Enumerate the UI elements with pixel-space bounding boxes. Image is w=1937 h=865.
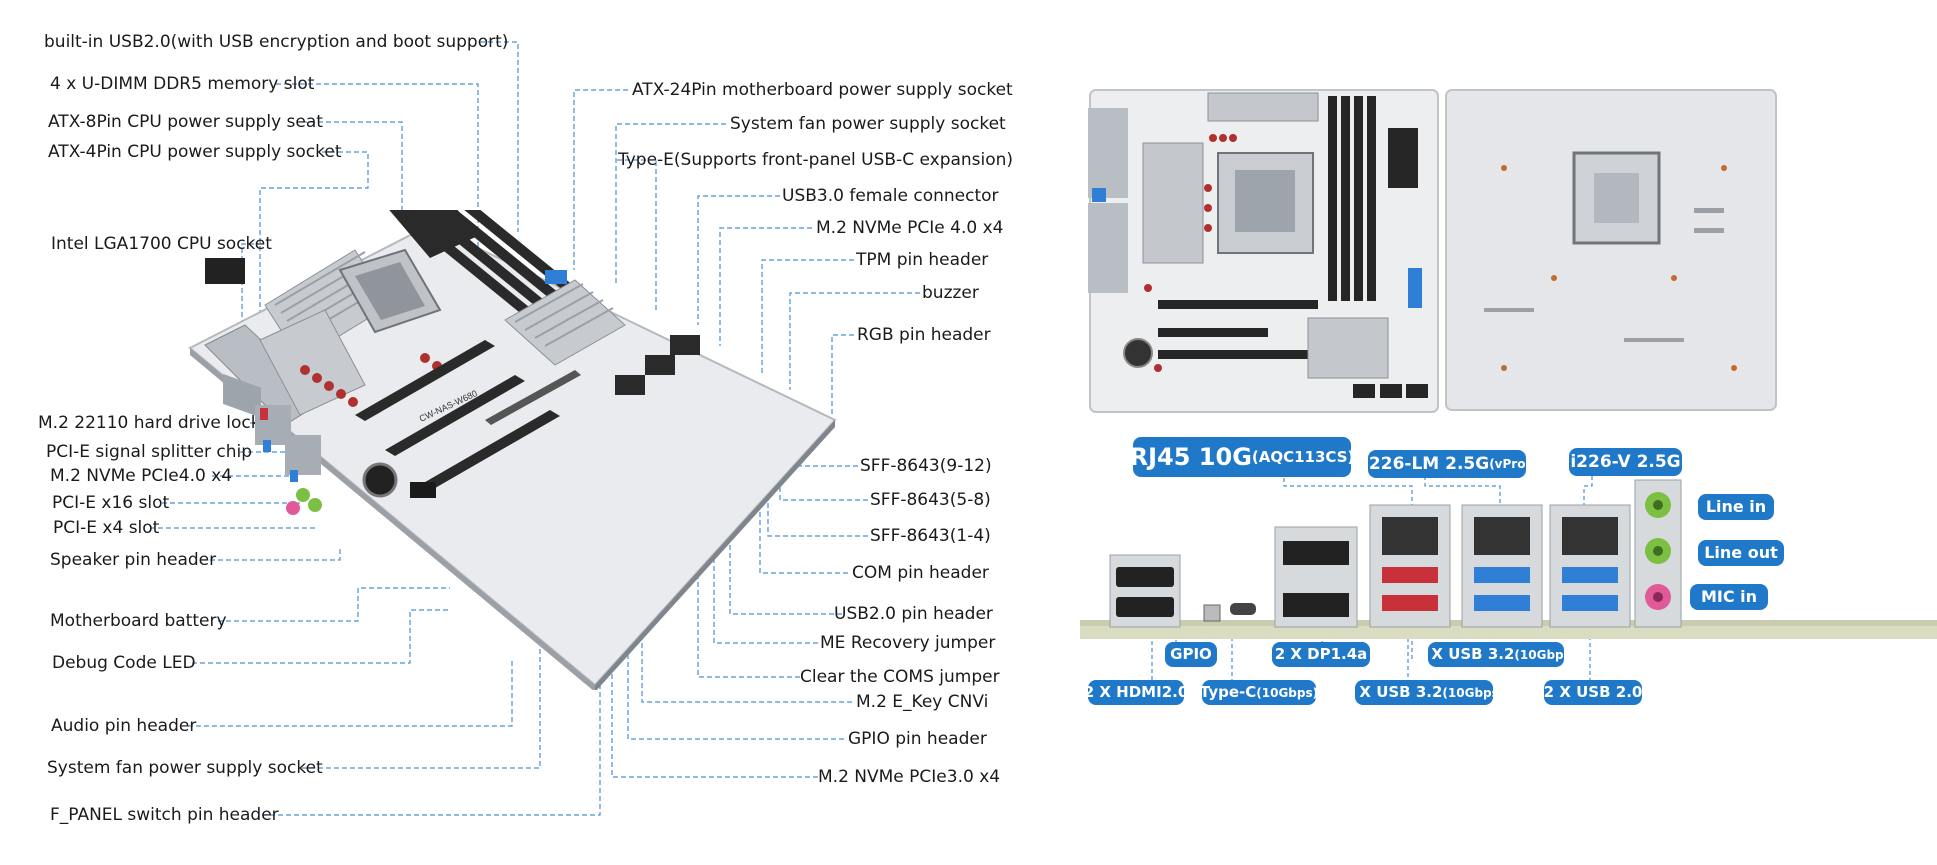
label-m2-lock: M.2 22110 hard drive lock — [38, 413, 261, 433]
label-atx24pin: ATX-24Pin motherboard power supply socke… — [632, 80, 1013, 100]
label-usb30-female: USB3.0 female connector — [782, 186, 999, 206]
typec-speed: (10Gbps) — [1256, 685, 1319, 700]
label-com: COM pin header — [852, 563, 989, 583]
label-gpio-header: GPIO pin header — [848, 729, 987, 749]
label-sff-5-8: SFF-8643(5-8) — [870, 490, 991, 510]
label-builtin-usb: built-in USB2.0(with USB encryption and … — [44, 32, 509, 52]
label-atx8pin: ATX-8Pin CPU power supply seat — [48, 112, 323, 132]
mic-in-badge: MIC in — [1690, 584, 1768, 610]
line-out-badge: Line out — [1698, 540, 1784, 566]
label-tpm: TPM pin header — [856, 250, 989, 270]
i226lm-badge: i226-LM 2.5G(vPro) — [1363, 450, 1531, 478]
usb32-top-badge: 2 X USB 3.2(10Gbps) — [1416, 642, 1576, 667]
gpio-badge: GPIO — [1165, 642, 1217, 667]
dp-badge: 2 X DP1.4a — [1272, 642, 1370, 667]
motherboard-isometric-image: CW-NAS-W680 — [188, 210, 837, 690]
label-m2-ekey: M.2 E_Key CNVi — [856, 692, 989, 712]
typec-badge: Type-C (10Gbps) — [1199, 680, 1319, 705]
label-sys-fan-right: System fan power supply socket — [730, 114, 1006, 134]
rj45-10g-label: RJ45 10G — [1129, 443, 1252, 471]
label-type-e: Type-E(Supports front-panel USB-C expans… — [618, 150, 1014, 170]
usb32-top-label: 2 X USB 3.2 — [1415, 645, 1515, 663]
label-sff-9-12: SFF-8643(9-12) — [860, 456, 992, 476]
label-speaker: Speaker pin header — [50, 550, 217, 570]
usb32-bot-speed: (10Gbps) — [1442, 685, 1505, 700]
label-pcie-x16: PCI-E x16 slot — [52, 493, 170, 513]
i226v-badge: i226-V 2.5G — [1569, 448, 1682, 476]
usb32-bot-badge: 2 X USB 3.2(10Gbps) — [1344, 680, 1504, 705]
label-m2-nvme-pcie40: M.2 NVMe PCIe 4.0 x4 — [816, 218, 1004, 238]
label-clear-cmos: Clear the COMS jumper — [800, 667, 1000, 687]
label-cpu-socket: Intel LGA1700 CPU socket — [51, 234, 272, 254]
label-sff-1-4: SFF-8643(1-4) — [870, 526, 991, 546]
usb32-bot-label: 2 X USB 3.2 — [1343, 683, 1443, 701]
motherboard-back-image — [1445, 89, 1777, 411]
usb32-top-speed: (10Gbps) — [1514, 647, 1577, 662]
i226lm-vpro: (vPro) — [1489, 457, 1531, 471]
label-sys-fan-left: System fan power supply socket — [47, 758, 323, 778]
label-debug-led: Debug Code LED — [52, 653, 196, 673]
label-fpanel: F_PANEL switch pin header — [50, 805, 279, 825]
hdmi-badge: 2 X HDMI2.0 — [1084, 680, 1188, 705]
typec-label: Type-C — [1199, 683, 1257, 701]
line-in-badge: Line in — [1698, 494, 1774, 520]
label-me-recovery: ME Recovery jumper — [820, 633, 996, 653]
label-buzzer: buzzer — [922, 283, 979, 303]
i226lm-label: i226-LM 2.5G — [1363, 453, 1490, 474]
label-pcie-x4: PCI-E x4 slot — [53, 518, 160, 538]
label-battery: Motherboard battery — [50, 611, 227, 631]
rj45-10g-badge: RJ45 10G(AQC113CS) — [1129, 437, 1355, 477]
label-rgb: RGB pin header — [857, 325, 991, 345]
label-pcie-splitter: PCI-E signal splitter chip — [46, 442, 253, 462]
label-udimm-slot: 4 x U-DIMM DDR5 memory slot — [50, 74, 315, 94]
motherboard-top-image — [1088, 89, 1439, 413]
usb20-badge: 2 X USB 2.0 — [1544, 680, 1642, 705]
label-usb20-header: USB2.0 pin header — [834, 604, 993, 624]
label-m2-nvme-pcie4: M.2 NVMe PCIe4.0 x4 — [50, 466, 233, 486]
rj45-10g-chip: (AQC113CS) — [1251, 447, 1355, 466]
rear-io-panel-image — [1080, 479, 1937, 639]
label-atx4pin: ATX-4Pin CPU power supply socket — [48, 142, 342, 162]
label-audio-header: Audio pin header — [51, 716, 197, 736]
label-m2-nvme-pcie3: M.2 NVMe PCIe3.0 x4 — [818, 767, 1001, 787]
